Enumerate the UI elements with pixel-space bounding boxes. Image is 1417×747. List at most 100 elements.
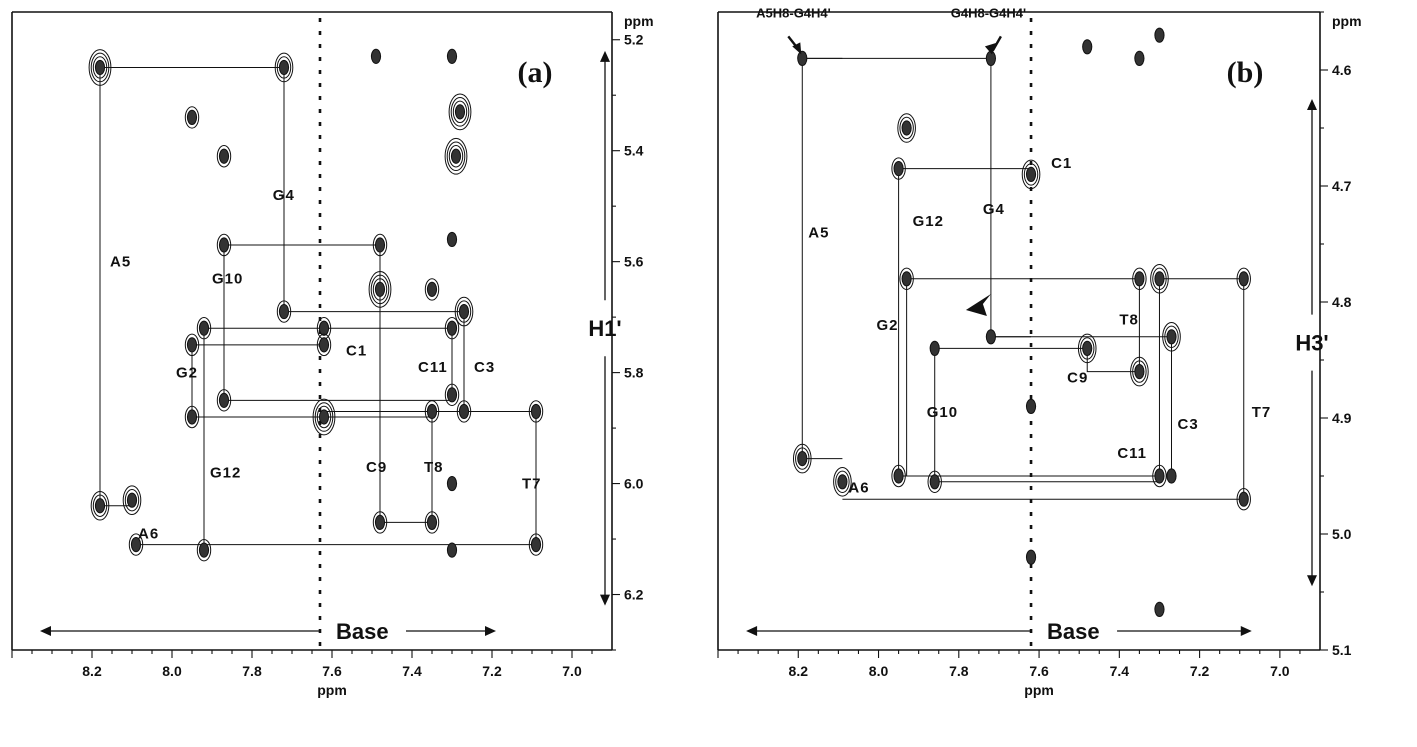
peak-contour (444, 137, 468, 175)
peak (196, 317, 212, 340)
peak (897, 113, 916, 143)
peak (833, 467, 852, 497)
peak-contour (218, 237, 230, 253)
peak-contour (88, 49, 112, 86)
peak-contour (1236, 488, 1251, 511)
walk-connector (802, 57, 1032, 338)
walk-connector (136, 410, 537, 546)
peak (424, 278, 440, 301)
y-tick-label: 5.2 (624, 32, 644, 48)
peak-contour (446, 231, 458, 248)
noe-arrowhead (984, 42, 998, 55)
peak-label: T8 (424, 459, 444, 476)
walk-connector (801, 57, 843, 459)
peak (276, 300, 292, 323)
region-y-label: H3' (1295, 331, 1328, 356)
peak (274, 52, 294, 83)
peak-contour (196, 317, 212, 340)
peak (899, 267, 914, 290)
peak-contour (1166, 468, 1177, 484)
noe-label: G4H8-G4H4' (951, 5, 1026, 20)
peak-contour (446, 387, 458, 403)
peak (985, 50, 997, 67)
region-x-arrowhead (746, 626, 758, 636)
peak-label: G10 (927, 404, 958, 421)
peak-label: T7 (522, 476, 542, 493)
peak (316, 317, 332, 340)
y-axis-unit: ppm (624, 13, 654, 29)
peak-contour (218, 392, 230, 408)
y-tick-label: 5.0 (1332, 526, 1352, 542)
x-tick-label: 8.0 (162, 663, 182, 679)
peak (1166, 468, 1177, 484)
peak-contour (184, 405, 200, 429)
peak (1025, 398, 1037, 414)
peak-contour (186, 337, 198, 353)
peak-contour (446, 475, 458, 492)
walk-connector (842, 278, 1245, 500)
peak (448, 93, 472, 131)
peak-label: A6 (848, 480, 869, 497)
region-y-label: H1' (588, 316, 621, 341)
peak-contour (891, 464, 906, 488)
y-axis-unit: ppm (1332, 13, 1362, 29)
peak-contour (530, 536, 542, 553)
peak-contour (833, 467, 852, 497)
peak-contour (446, 542, 458, 558)
peak (797, 50, 808, 67)
peak-contour (370, 274, 390, 305)
peak (1077, 333, 1097, 364)
peak-label: C11 (1117, 445, 1147, 462)
panel-label: (b) (1227, 56, 1264, 89)
peak (444, 317, 460, 340)
y-tick-label: 5.6 (624, 254, 644, 270)
peak-contour (1162, 322, 1181, 352)
peak-contour (1238, 491, 1249, 507)
peak (1152, 464, 1167, 488)
peak (1025, 549, 1037, 565)
x-tick-label: 7.6 (1029, 663, 1049, 679)
region-y-arrowhead (600, 594, 610, 606)
peak-contour (94, 59, 106, 76)
peak-contour (901, 120, 912, 136)
peak-contour (374, 514, 386, 531)
x-tick-label: 8.2 (789, 663, 809, 679)
peak (1162, 322, 1181, 352)
peak-contour (837, 474, 848, 490)
peak (1130, 356, 1149, 387)
peak-contour (458, 303, 470, 320)
peak (90, 490, 110, 521)
peak-contour (216, 389, 232, 412)
peak-label: A6 (138, 525, 159, 542)
peak (184, 106, 200, 129)
y-tick-label: 5.1 (1332, 642, 1352, 658)
peak-contour (1150, 264, 1169, 294)
peak-contour (312, 398, 336, 436)
peak-contour (184, 106, 200, 129)
peak-contour (1134, 50, 1145, 67)
peak-contour (927, 470, 942, 493)
peak-contour (318, 337, 330, 353)
peak-contour (278, 303, 290, 320)
y-tick-label: 5.4 (624, 143, 644, 159)
peak-contour (92, 494, 108, 517)
peak-contour (893, 161, 904, 177)
y-tick-label: 4.6 (1332, 62, 1352, 78)
peak-contour (278, 59, 290, 76)
peak-contour (985, 329, 997, 345)
x-tick-label: 7.8 (949, 663, 969, 679)
y-tick-label: 6.0 (624, 476, 644, 492)
walk-connector (223, 244, 433, 523)
peak-label: T8 (1119, 311, 1139, 328)
peak (196, 538, 212, 562)
peak-label: C1 (1051, 155, 1072, 172)
peak-contour (1154, 601, 1165, 618)
peak-label: C1 (346, 342, 367, 359)
peak-label: G10 (212, 270, 243, 287)
peak-contour (1130, 356, 1149, 387)
peak-contour (1025, 398, 1037, 414)
peak-contour (1134, 364, 1145, 380)
peak-contour (985, 50, 997, 67)
peak (1236, 488, 1251, 511)
